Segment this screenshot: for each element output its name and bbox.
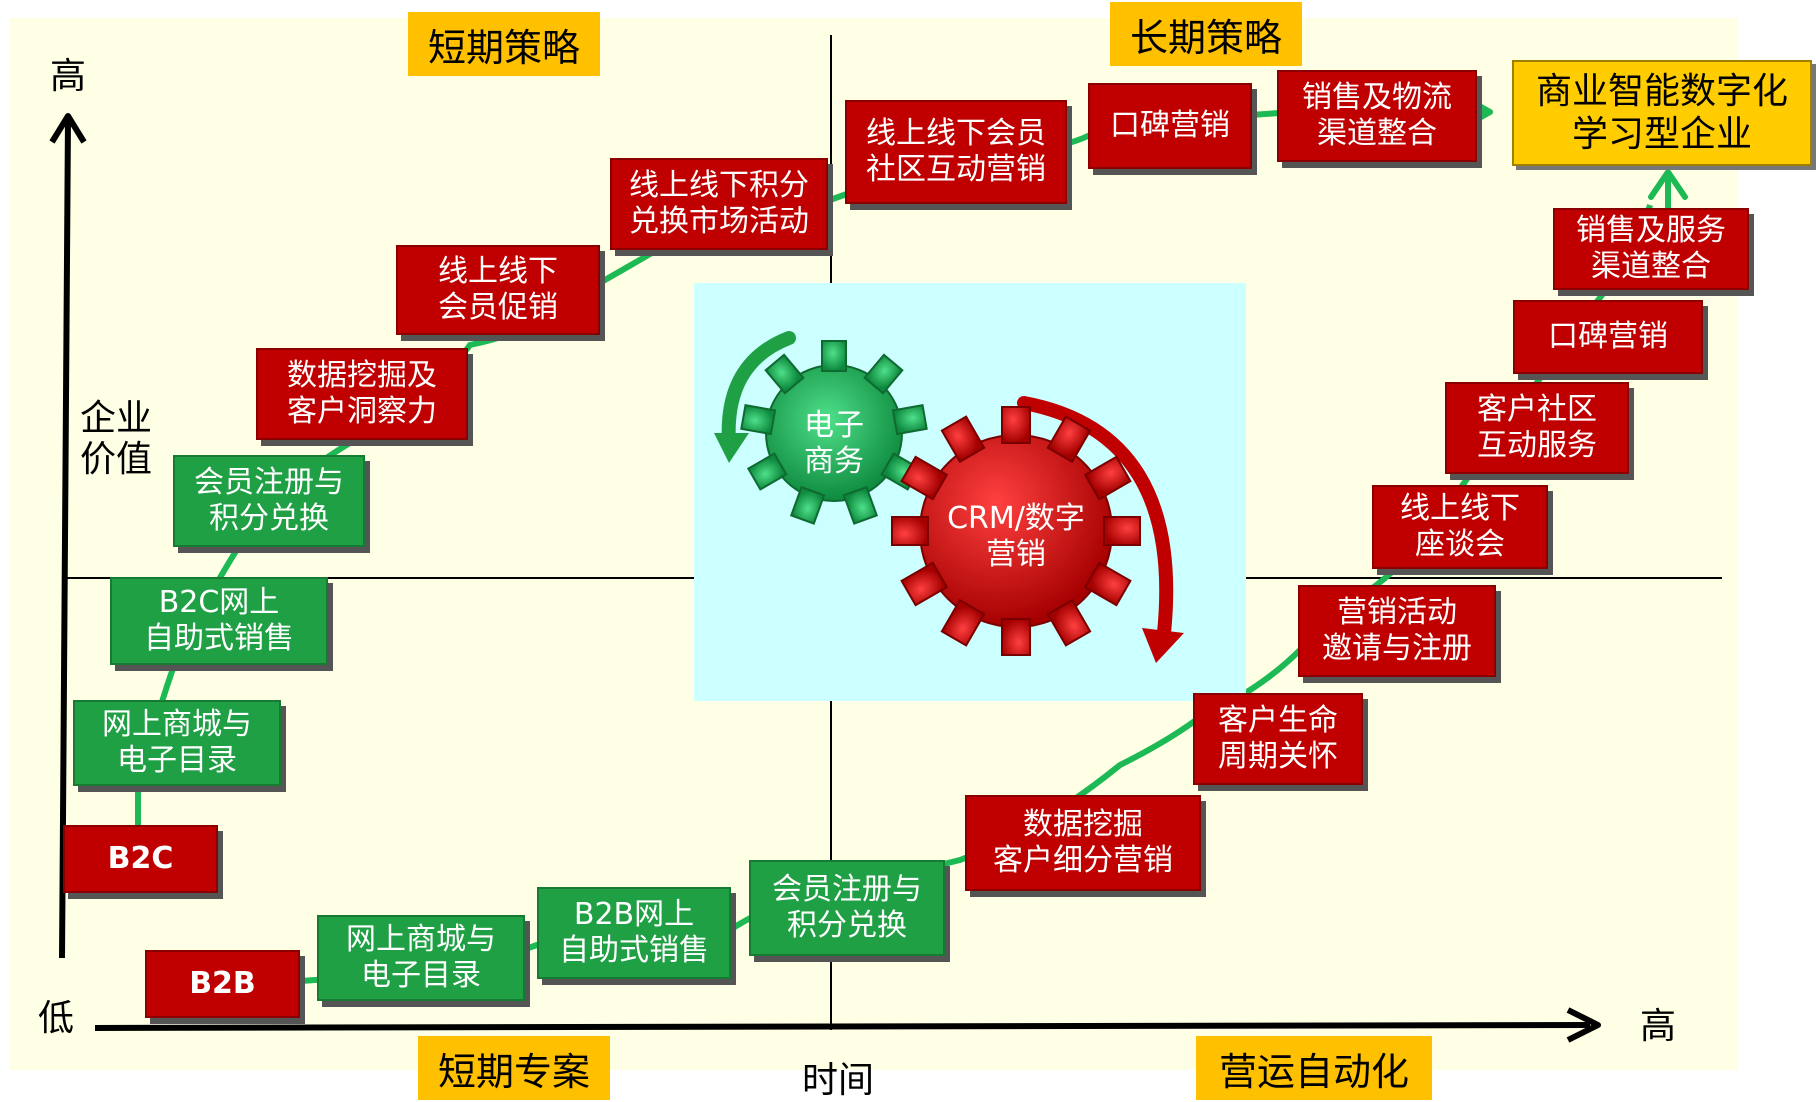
b2b-curve-arrowhead — [1648, 169, 1688, 213]
y-axis-label: 企业 价值 — [80, 398, 153, 481]
b2b-step-self-service-sales: B2B网上自助式销售 — [537, 887, 731, 979]
b2b-step-online-mall: 网上商城与电子目录 — [317, 915, 525, 1001]
green-rotation-arrow-icon — [714, 331, 796, 463]
b2b-step-campaign-registration: 营销活动邀请与注册 — [1298, 585, 1496, 677]
red-gear-label: CRM/数字 营销 — [947, 501, 1085, 572]
x-axis-high-label: 高 — [1640, 1006, 1677, 1047]
y-axis-high-label: 高 — [50, 56, 87, 97]
b2c-step-word-of-mouth: 口碑营销 — [1088, 83, 1252, 169]
b2b-step-sales-service-integration: 销售及服务渠道整合 — [1553, 208, 1749, 290]
green-gear-label: 电子 商务 — [804, 408, 864, 479]
b2c-step-member-points: 会员注册与积分兑换 — [173, 455, 365, 547]
b2b-step-data-mining-segmentation: 数据挖掘客户细分营销 — [965, 795, 1201, 891]
center-gear-panel: 电子 商务 CRM/数字 营销 — [694, 283, 1246, 701]
tag-operation-automation: 营运自动化 — [1196, 1036, 1432, 1100]
b2c-step-o2o-points-campaign: 线上线下积分兑换市场活动 — [610, 158, 828, 250]
b2b-step-b2b: B2B — [145, 950, 300, 1018]
red-gear-icon — [891, 406, 1141, 656]
goal-bi-learning-enterprise: 商业智能数字化学习型企业 — [1512, 60, 1812, 166]
b2c-step-sales-logistics-integration: 销售及物流渠道整合 — [1277, 70, 1477, 162]
b2b-step-o2o-seminar: 线上线下座谈会 — [1372, 485, 1548, 569]
b2c-step-self-service-sales: B2C网上自助式销售 — [110, 577, 328, 665]
b2b-step-lifecycle-care: 客户生命周期关怀 — [1193, 693, 1363, 785]
b2b-step-member-points: 会员注册与积分兑换 — [749, 860, 945, 956]
x-axis — [94, 1022, 1591, 1031]
b2c-step-online-mall: 网上商城与电子目录 — [73, 700, 281, 786]
tag-short-term-strategy: 短期策略 — [408, 12, 600, 76]
b2b-step-word-of-mouth: 口碑营销 — [1513, 300, 1703, 374]
origin-low-label: 低 — [38, 998, 75, 1039]
b2c-step-o2o-community-marketing: 线上线下会员社区互动营销 — [845, 100, 1067, 204]
y-axis — [59, 117, 71, 959]
gears-illustration — [714, 331, 1184, 663]
b2b-step-community-service: 客户社区互动服务 — [1445, 382, 1629, 474]
x-axis-arrowhead — [1566, 1007, 1601, 1043]
tag-long-term-strategy: 长期策略 — [1110, 2, 1302, 66]
b2c-step-o2o-member-promotion: 线上线下会员促销 — [396, 245, 600, 335]
y-axis-arrowhead — [49, 113, 87, 144]
x-axis-label: 时间 — [802, 1060, 875, 1101]
green-gear-icon — [740, 340, 928, 525]
red-rotation-arrow-icon — [1017, 396, 1184, 663]
tag-short-term-project: 短期专案 — [418, 1036, 610, 1100]
b2c-step-data-mining-insight: 数据挖掘及客户洞察力 — [256, 348, 468, 440]
b2c-step-b2c: B2C — [63, 825, 218, 893]
